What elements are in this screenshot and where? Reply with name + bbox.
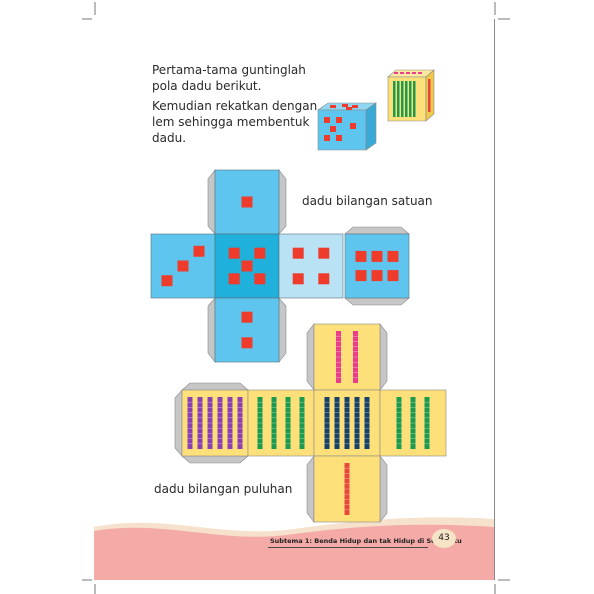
tens-die-top-rod [400, 72, 404, 74]
tens-face-center [313, 389, 381, 457]
ones-face-right-pip [292, 273, 304, 285]
tens-face-top-panel [313, 323, 381, 391]
tens-glue-tab-4 [174, 389, 183, 457]
instruction-line-5: dadu. [152, 131, 187, 145]
ones-glue-tab-1 [278, 169, 287, 235]
ones-glue-tab-2 [207, 297, 216, 363]
tens-die-label: dadu bilangan puluhan [154, 482, 293, 496]
ones-face-bottom-pip [241, 337, 253, 349]
ones-face-center-pip [241, 260, 253, 272]
ones-face-center-pip [228, 273, 240, 285]
ones-glue-tab-3 [278, 297, 287, 363]
tens-die-front-rod [401, 81, 404, 117]
footer-subtheme: Subtema 1: Benda Hidup dan tak Hidup di … [270, 537, 462, 545]
ones-face-top-pip [241, 196, 253, 208]
ones-glue-tab-5 [344, 297, 410, 306]
ones-die-top-pip [352, 105, 358, 108]
ones-die-top-pip [346, 107, 352, 110]
footer-wave [94, 524, 494, 580]
tens-glue-tab-6 [181, 455, 249, 464]
tens-die-top-rod [394, 72, 398, 74]
tens-face-center-left [247, 389, 315, 457]
ones-face-top [214, 169, 280, 235]
ones-face-left-pip [161, 275, 173, 287]
instruction-line-4: lem sehingga membentuk [152, 115, 310, 129]
ones-die-front [317, 109, 367, 151]
ones-face-right-pip [292, 247, 304, 259]
ones-face-right-pip [318, 247, 330, 259]
ones-die-front-pip [350, 123, 356, 129]
ones-die-illustration [317, 102, 377, 151]
tens-face-right [379, 389, 447, 457]
ones-die-front-pip [336, 135, 342, 141]
tens-die-top-rod [412, 72, 416, 74]
ones-face-far-right [344, 233, 410, 299]
ones-face-far-right-pip [387, 270, 399, 282]
tens-die-top-rod [406, 72, 410, 74]
ones-face-left-pip [177, 260, 189, 272]
tens-die-front-rod [397, 81, 400, 117]
ones-face-center-pip [228, 247, 240, 259]
ones-face-right [278, 233, 344, 299]
tens-face-top [313, 323, 381, 391]
ones-die-top-pip [330, 105, 336, 108]
ones-face-far-right-pip [371, 250, 383, 262]
instruction-line-2: pola dadu berikut. [152, 79, 262, 93]
tens-glue-tab-2 [306, 455, 315, 523]
tens-face-left [181, 389, 249, 457]
tens-die-front-rod [393, 81, 396, 117]
ones-face-center [214, 233, 280, 299]
ones-die-front-pip [336, 117, 342, 123]
ones-face-right-panel [278, 233, 344, 299]
book-page: Pertama-tama guntinglah pola dadu beriku… [94, 19, 495, 580]
ones-die-side [365, 102, 377, 151]
footer-rule [268, 547, 428, 548]
ones-face-far-right-pip [387, 250, 399, 262]
ones-face-center-pip [254, 247, 266, 259]
page-number: 43 [432, 529, 456, 548]
ones-face-bottom-pip [241, 311, 253, 323]
ones-face-far-right-pip [371, 270, 383, 282]
tens-die-front-rod [405, 81, 408, 117]
tens-die-front-rod [409, 81, 412, 117]
page-art [94, 69, 494, 580]
ones-face-bottom [214, 297, 280, 363]
tens-glue-tab-0 [306, 323, 315, 391]
tens-glue-tab-1 [379, 323, 388, 391]
tens-die-illustration [387, 69, 435, 122]
ones-face-far-right-pip [355, 270, 367, 282]
tens-die-side-rod [428, 79, 431, 112]
ones-face-far-right-pip [355, 250, 367, 262]
tens-glue-tab-3 [379, 455, 388, 523]
instruction-line-3: Kemudian rekatkan dengan [152, 99, 318, 113]
tens-die-front-rod [413, 81, 416, 117]
ones-face-right-pip [318, 273, 330, 285]
ones-glue-tab-0 [207, 169, 216, 235]
ones-face-bottom-panel [214, 297, 280, 363]
tens-die-top-rod [418, 72, 422, 74]
ones-die-front-pip [330, 126, 336, 132]
tens-face-left-panel [181, 389, 249, 457]
ones-die-front-pip [324, 117, 330, 123]
ones-glue-tab-4 [344, 226, 410, 235]
ones-face-left [150, 233, 216, 299]
ones-die-label: dadu bilangan satuan [302, 194, 433, 208]
ones-die-top-pip [342, 104, 348, 107]
ones-face-left-pip [193, 245, 205, 257]
instruction-line-1: Pertama-tama guntinglah [152, 63, 306, 77]
ones-face-far-right-panel [344, 233, 410, 299]
tens-face-bottom [313, 455, 381, 523]
ones-face-center-pip [254, 273, 266, 285]
tens-glue-tab-5 [181, 382, 249, 391]
ones-die-front-pip [324, 135, 330, 141]
